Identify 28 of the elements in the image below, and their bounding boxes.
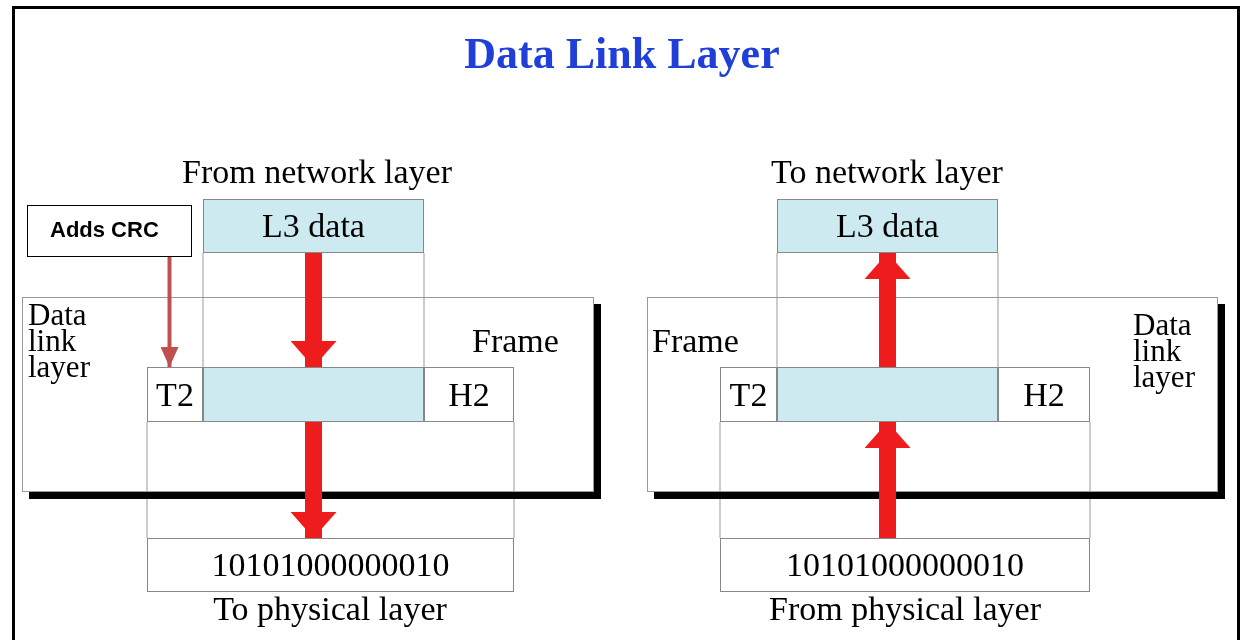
data-label: L3 data	[835, 207, 940, 245]
frame-cell	[720, 538, 1090, 592]
block-arrow	[290, 253, 337, 367]
field-label: H2	[1022, 375, 1066, 414]
field-label: H2	[447, 375, 491, 414]
node-label: Frame	[472, 322, 559, 360]
field-label: T2	[155, 375, 195, 414]
callout-text: Adds CRC	[50, 217, 159, 243]
field-label: T2	[728, 375, 769, 414]
data-box	[203, 367, 424, 422]
bit-string: 10101000000010	[785, 546, 1025, 584]
frame-cell	[147, 538, 514, 592]
node-label: To physical layer	[213, 590, 447, 628]
data-box	[777, 199, 998, 253]
node-label: Frame	[652, 322, 739, 360]
block-arrow	[864, 422, 911, 538]
callout-box	[27, 205, 192, 257]
node-label: From network layer	[182, 153, 452, 191]
title: Data Link Layer	[464, 29, 780, 78]
block-arrow	[290, 422, 337, 538]
data-box	[777, 367, 998, 422]
leader-arrow	[160, 257, 179, 367]
data-box	[203, 199, 424, 253]
bit-string: 10101000000010	[210, 546, 451, 584]
block-arrow	[864, 253, 911, 367]
node-label: To network layer	[771, 153, 1003, 191]
node-label: From physical layer	[769, 590, 1041, 628]
data-label: L3 data	[261, 207, 366, 245]
